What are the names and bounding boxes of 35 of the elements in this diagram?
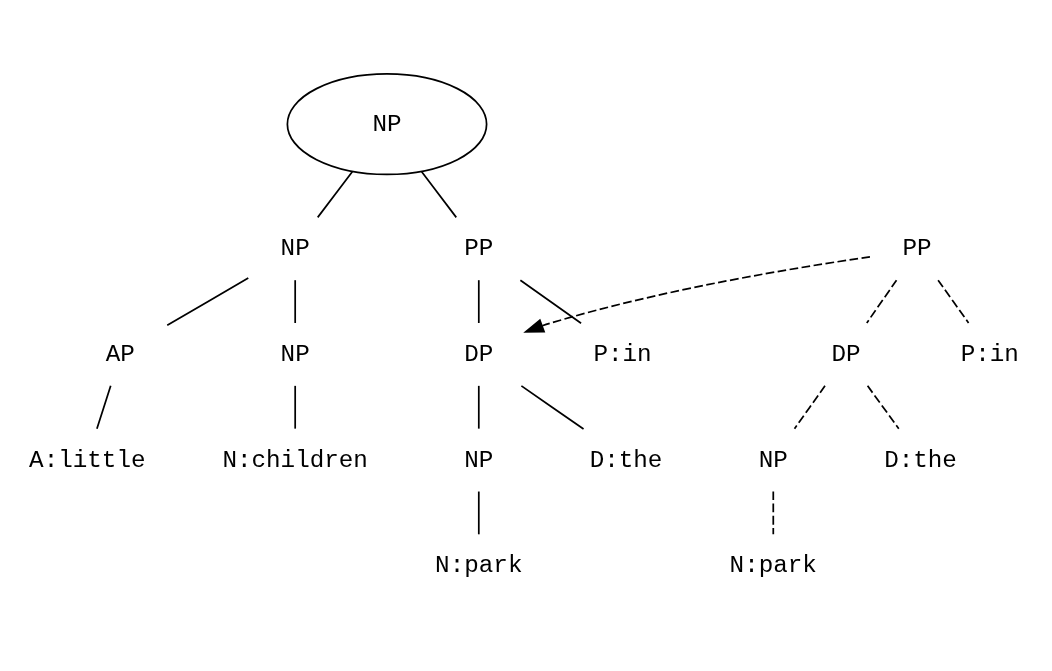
connector	[420, 170, 458, 219]
node-text: N:park	[729, 552, 817, 580]
connector	[866, 385, 900, 430]
node-text: PP	[902, 235, 932, 263]
connector	[477, 279, 480, 324]
node-text: NP	[280, 235, 310, 263]
connector	[865, 279, 898, 324]
node-text: N:park	[435, 552, 523, 580]
node-text: PP	[464, 235, 494, 263]
node-text: AP	[105, 340, 135, 368]
arrow	[523, 256, 871, 333]
connector	[294, 385, 297, 430]
connector	[520, 385, 585, 430]
node-ellipse: NP	[286, 73, 488, 176]
connector	[477, 385, 480, 430]
node-text: NP	[464, 446, 494, 474]
connector	[166, 277, 250, 327]
connector	[519, 279, 582, 325]
connector	[477, 490, 480, 536]
node-text: NP	[280, 340, 310, 368]
node-text: D:the	[589, 446, 663, 474]
node-text: P:in	[593, 340, 652, 368]
node-text: P:in	[960, 340, 1019, 368]
node-text: N:children	[222, 446, 368, 474]
connector	[316, 170, 354, 219]
node-text: DP	[464, 340, 494, 368]
node-text: DP	[831, 340, 861, 368]
connector	[96, 385, 112, 430]
connector	[937, 279, 970, 324]
connector	[772, 490, 775, 536]
connector	[294, 279, 297, 324]
connector	[793, 385, 826, 430]
node-text: A:little	[29, 446, 146, 474]
node-text: NP	[758, 446, 788, 474]
node-text: D:the	[884, 446, 957, 474]
